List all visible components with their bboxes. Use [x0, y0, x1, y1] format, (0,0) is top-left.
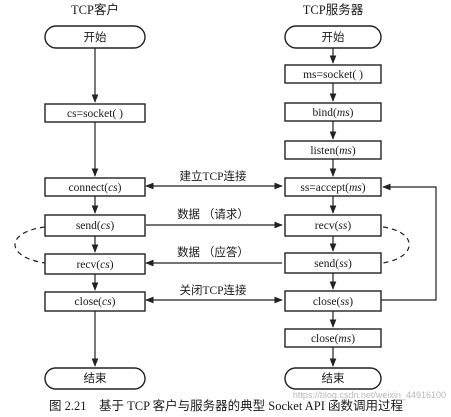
client-loop-dashed — [14, 226, 46, 264]
svg-text:listen(ms): listen(ms) — [310, 145, 356, 157]
client-recv-suffix: ) — [110, 259, 114, 271]
svg-text:recv(ss): recv(ss) — [315, 220, 352, 232]
response-message-label: 数据 （应答） — [177, 245, 249, 259]
figure-caption: 图 2.21 基于 TCP 客户与服务器的典型 Socket API 函数调用过… — [49, 398, 404, 413]
server-accept-suffix: ) — [362, 182, 366, 194]
client-recv-label: recv( — [76, 259, 100, 271]
connect-message-label: 建立TCP连接 — [179, 169, 247, 183]
client-close-suffix: ) — [112, 296, 116, 308]
server-end-label: 结束 — [322, 372, 345, 385]
svg-text:close(cs): close(cs) — [75, 296, 116, 308]
client-socket-node: cs=socket( ) — [44, 103, 146, 123]
server-send-arg: ss — [339, 258, 348, 270]
svg-text:recv(cs): recv(cs) — [76, 259, 113, 271]
request-message-label: 数据 （请求） — [177, 207, 249, 221]
client-connect-node: connect(cs) — [44, 177, 146, 197]
server-send-node: send(ss) — [284, 252, 382, 274]
server-listen-suffix: ) — [352, 145, 356, 157]
server-start-label: 开始 — [322, 30, 345, 44]
server-flow-lines — [329, 48, 437, 367]
client-send-suffix: ) — [110, 220, 114, 232]
server-close-ms-label: close( — [311, 333, 339, 345]
server-close-ms-node: close(ms) — [284, 328, 382, 348]
client-close-label: close( — [75, 296, 103, 308]
server-listen-arg: ms — [339, 145, 352, 157]
svg-text:connect(cs): connect(cs) — [68, 182, 121, 194]
client-end-node: 结束 — [44, 367, 146, 390]
message-arrows — [145, 182, 283, 304]
server-send-suffix: ) — [348, 258, 352, 270]
server-close-ss-suffix: ) — [349, 296, 353, 308]
server-close-ss-arg: ss — [340, 296, 349, 308]
svg-text:close(ss): close(ss) — [313, 296, 353, 308]
client-send-node: send(cs) — [44, 214, 146, 237]
client-connect-label: connect( — [68, 182, 108, 194]
server-start-node: 开始 — [284, 25, 382, 49]
server-socket-node: ms=socket( ) — [284, 64, 382, 84]
svg-text:ss=accept(ms): ss=accept(ms) — [300, 182, 365, 194]
client-start-node: 开始 — [44, 25, 146, 49]
client-header: TCP客户 — [71, 2, 119, 17]
server-recv-label: recv( — [315, 220, 339, 232]
server-recv-node: recv(ss) — [284, 214, 382, 237]
server-listen-label: listen( — [310, 145, 339, 157]
server-accept-label: ss=accept( — [300, 182, 349, 194]
server-header: TCP服务器 — [303, 2, 364, 17]
client-socket-label: cs=socket( ) — [67, 108, 123, 120]
client-end-label: 结束 — [84, 372, 107, 385]
server-end-node: 结束 — [284, 367, 382, 390]
client-send-arg: cs — [101, 220, 111, 232]
server-close-ms-arg: ms — [338, 333, 351, 345]
client-connect-arg: cs — [108, 182, 118, 194]
server-accept-node: ss=accept(ms) — [284, 177, 382, 197]
server-close-ss-node: close(ss) — [284, 290, 382, 312]
svg-text:send(cs): send(cs) — [76, 220, 115, 232]
server-socket-label: ms=socket( ) — [303, 69, 363, 81]
watermark: https://blog.csdn.net/weixin_44916100 — [293, 390, 446, 400]
server-bind-node: bind(ms) — [284, 102, 382, 122]
server-close-ms-suffix: ) — [351, 333, 355, 345]
close-message-label: 关闭TCP连接 — [179, 283, 247, 297]
client-connect-suffix: ) — [118, 182, 122, 194]
client-close-arg: cs — [102, 296, 112, 308]
server-send-label: send( — [314, 258, 339, 270]
server-recv-arg: ss — [338, 220, 347, 232]
server-loop-dashed — [382, 226, 410, 264]
server-bind-suffix: ) — [350, 107, 354, 119]
server-accept-arg: ms — [349, 182, 362, 194]
client-recv-node: recv(cs) — [44, 253, 146, 275]
server-bind-arg: ms — [337, 107, 350, 119]
client-close-node: close(cs) — [44, 291, 146, 312]
client-start-label: 开始 — [84, 30, 107, 44]
server-listen-node: listen(ms) — [284, 140, 382, 160]
server-bind-label: bind( — [313, 107, 337, 119]
server-recv-suffix: ) — [347, 220, 351, 232]
svg-text:close(ms): close(ms) — [311, 333, 355, 345]
server-close-ss-label: close( — [313, 296, 341, 308]
svg-text:bind(ms): bind(ms) — [313, 107, 354, 119]
svg-text:send(ss): send(ss) — [314, 258, 352, 270]
client-send-label: send( — [76, 220, 101, 232]
client-recv-arg: cs — [100, 259, 110, 271]
